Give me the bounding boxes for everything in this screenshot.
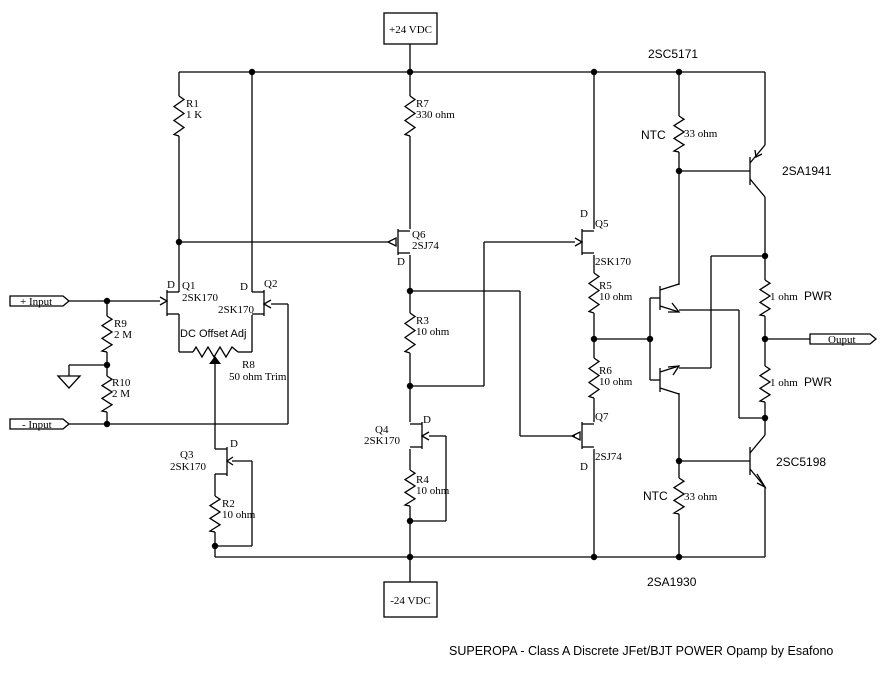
resistor-r5: R5 10 ohm xyxy=(587,272,633,314)
q5-part: 2SK170 xyxy=(595,256,632,268)
resistor-r6: R6 10 ohm xyxy=(587,357,633,399)
r1-value: 1 K xyxy=(186,109,202,121)
q2-ref: Q2 xyxy=(264,278,277,290)
pwr-bottom-label: PWR xyxy=(804,375,832,389)
ntc-bottom-label: NTC xyxy=(643,489,668,503)
r6-ref: R6 xyxy=(599,365,612,377)
bjt-upper-driver xyxy=(659,283,681,313)
pwr-bottom-value: 1 ohm xyxy=(770,377,798,389)
resistor-pwr-top: 1 ohm PWR xyxy=(758,279,832,317)
r9-ref: R9 xyxy=(114,318,127,330)
jfet-q3: D Q3 2SK170 xyxy=(170,438,238,476)
plus-input-label: + Input xyxy=(20,296,52,308)
r10-ref: R10 xyxy=(112,377,131,389)
resistor-r7: R7 330 ohm xyxy=(403,95,455,137)
q1-ref: Q1 xyxy=(182,280,195,292)
resistor-ntc-bottom: NTC 33 ohm xyxy=(643,477,718,515)
resistor-r4: R4 10 ohm xyxy=(403,469,450,507)
wires xyxy=(68,44,810,582)
bjt-lower-output: 2SC5198 xyxy=(749,434,826,489)
q5-pin: D xyxy=(580,208,588,220)
resistor-ntc-top: NTC 33 ohm xyxy=(641,115,718,153)
bjt-lower-driver xyxy=(659,365,681,395)
jfet-q7: Q7 2SJ74 D xyxy=(570,411,622,473)
q7-ref: Q7 xyxy=(595,411,609,423)
r4-value: 10 ohm xyxy=(416,485,450,497)
caption: SUPEROPA - Class A Discrete JFet/BJT POW… xyxy=(449,644,833,658)
r3-ref: R3 xyxy=(416,315,429,327)
jfet-q2: D Q2 2SK170 xyxy=(218,278,277,316)
q7-part: 2SJ74 xyxy=(595,451,622,463)
ntc-top-value: 33 ohm xyxy=(684,128,718,140)
r8-ref: R8 xyxy=(242,359,255,371)
q3-ref: Q3 xyxy=(180,449,194,461)
jfet-q6: Q6 2SJ74 D xyxy=(386,229,439,268)
jfet-q1: D Q1 2SK170 xyxy=(159,279,219,316)
pwr-top-label: PWR xyxy=(804,289,832,303)
q7-pin: D xyxy=(580,461,588,473)
lower-driver-part: 2SA1930 xyxy=(647,575,697,589)
minus-input-port: - Input xyxy=(9,418,71,431)
ntc-bottom-value: 33 ohm xyxy=(684,491,718,503)
q6-part: 2SJ74 xyxy=(412,240,439,252)
bjt-upper-output: 2SA1941 xyxy=(749,144,832,198)
r9-value: 2 M xyxy=(114,329,132,341)
upper-output-part: 2SA1941 xyxy=(782,164,832,178)
q1-pin: D xyxy=(167,279,175,291)
ground-icon xyxy=(56,375,82,389)
pwr-top-value: 1 ohm xyxy=(770,291,798,303)
positive-supply-label: +24 VDC xyxy=(389,24,432,36)
resistor-r1: R1 1 K xyxy=(172,95,202,137)
r6-value: 10 ohm xyxy=(599,376,633,388)
output-label: Ouput xyxy=(828,334,856,346)
q5-ref: Q5 xyxy=(595,218,609,230)
r5-value: 10 ohm xyxy=(599,291,633,303)
q6-ref: Q6 xyxy=(412,229,426,241)
q2-part: 2SK170 xyxy=(218,304,255,316)
r8-value: 50 ohm Trim xyxy=(229,371,287,383)
r5-ref: R5 xyxy=(599,280,612,292)
r3-value: 10 ohm xyxy=(416,326,450,338)
resistor-pwr-bottom: 1 ohm PWR xyxy=(758,365,832,403)
resistor-r2: R2 10 ohm xyxy=(208,495,256,533)
r1-ref: R1 xyxy=(186,98,199,110)
jfet-q4: D Q4 2SK170 xyxy=(364,414,431,449)
r10-value: 2 M xyxy=(112,388,130,400)
q6-pin: D xyxy=(397,256,405,268)
q4-pin: D xyxy=(423,414,431,426)
r8-function: DC Offset Adj xyxy=(180,328,246,340)
q1-part: 2SK170 xyxy=(182,292,219,304)
negative-supply-label: -24 VDC xyxy=(390,595,430,607)
resistor-r9: R9 2 M xyxy=(100,315,132,353)
r4-ref: R4 xyxy=(416,474,429,486)
trim-wiper-arrow-icon xyxy=(209,356,221,364)
r2-ref: R2 xyxy=(222,498,235,510)
resistor-r3: R3 10 ohm xyxy=(403,312,450,354)
ntc-top-label: NTC xyxy=(641,128,666,142)
negative-supply: -24 VDC xyxy=(383,581,438,618)
q4-ref: Q4 xyxy=(375,424,389,436)
output-port: Ouput xyxy=(809,333,878,346)
q3-part: 2SK170 xyxy=(170,461,207,473)
upper-driver-part: 2SC5171 xyxy=(648,47,698,61)
positive-supply: +24 VDC xyxy=(383,12,438,45)
q2-pin: D xyxy=(240,281,248,293)
resistor-r8-trim: DC Offset Adj R8 50 ohm Trim xyxy=(180,328,287,383)
r7-ref: R7 xyxy=(416,98,429,110)
r2-value: 10 ohm xyxy=(222,509,256,521)
plus-input-port: + Input xyxy=(9,295,71,308)
lower-output-part: 2SC5198 xyxy=(776,455,826,469)
junctions xyxy=(103,68,769,561)
r7-value: 330 ohm xyxy=(416,109,455,121)
jfet-q5: D Q5 2SK170 xyxy=(574,208,632,268)
minus-input-label: - Input xyxy=(22,419,52,431)
resistor-r10: R10 2 M xyxy=(100,375,131,413)
q3-pin: D xyxy=(230,438,238,450)
q4-part: 2SK170 xyxy=(364,435,401,447)
